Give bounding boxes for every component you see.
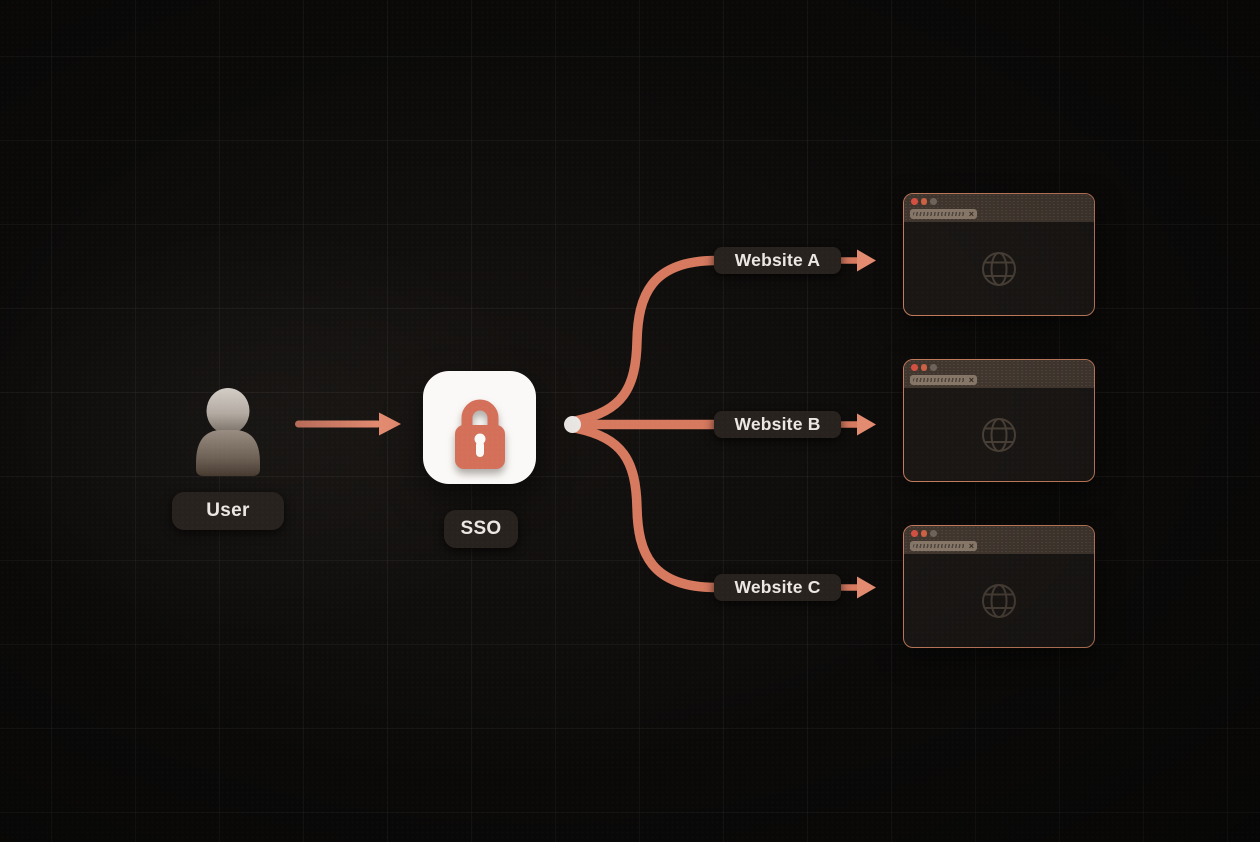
window-dot-red <box>911 198 918 205</box>
sso-card <box>423 371 536 484</box>
connector-curve-website-c <box>572 423 721 593</box>
window-body <box>904 388 1094 481</box>
tab-placeholder-text <box>913 212 966 216</box>
window-traffic-lights <box>911 364 937 371</box>
window-dot-red <box>911 530 918 537</box>
browser-window-a: × <box>903 193 1095 316</box>
window-dot-red <box>911 364 918 371</box>
window-titlebar: × <box>904 360 1094 388</box>
window-traffic-lights <box>911 530 937 537</box>
window-body <box>904 554 1094 647</box>
connector-curve-website-a <box>572 255 721 426</box>
globe-icon <box>982 583 1016 618</box>
window-dot-orange <box>920 198 927 205</box>
arrow-user-to-sso <box>295 412 401 436</box>
tab-placeholder-text <box>913 544 966 548</box>
tab-close-icon: × <box>968 209 974 219</box>
window-dot-gray <box>930 530 937 537</box>
branch-dot <box>564 416 581 433</box>
website-b-label: Website B <box>714 411 841 438</box>
arrow-label-to-window-b <box>836 413 876 436</box>
lock-icon <box>454 399 505 469</box>
window-dot-orange <box>920 530 927 537</box>
arrow-label-to-window-c <box>836 576 876 599</box>
browser-window-b: × <box>903 359 1095 482</box>
user-figure <box>195 386 261 478</box>
window-traffic-lights <box>911 198 937 205</box>
website-a-label: Website A <box>714 247 841 274</box>
window-dot-gray <box>930 198 937 205</box>
sso-label: SSO <box>444 510 518 548</box>
window-dot-gray <box>930 364 937 371</box>
globe-icon <box>982 417 1016 452</box>
tab-placeholder-text <box>913 378 966 382</box>
tab-close-icon: × <box>968 541 974 551</box>
browser-tab: × <box>910 209 977 219</box>
arrow-label-to-window-a <box>836 249 876 272</box>
user-label: User <box>172 492 284 530</box>
globe-icon <box>982 251 1016 286</box>
user-icon <box>196 388 260 476</box>
window-titlebar: × <box>904 526 1094 554</box>
window-titlebar: × <box>904 194 1094 222</box>
browser-tab: × <box>910 541 977 551</box>
browser-window-c: × <box>903 525 1095 648</box>
tab-close-icon: × <box>968 375 974 385</box>
window-body <box>904 222 1094 315</box>
window-dot-orange <box>920 364 927 371</box>
browser-tab: × <box>910 375 977 385</box>
website-c-label: Website C <box>714 574 841 601</box>
